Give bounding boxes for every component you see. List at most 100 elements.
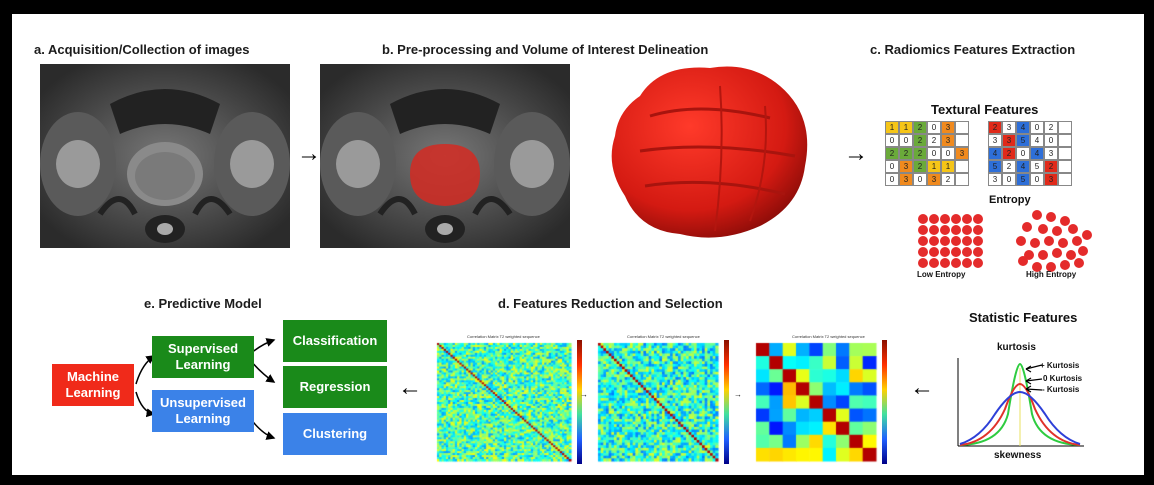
grid-cell: 2 [941,173,955,186]
grid-cell: 0 [913,173,927,186]
tumor-3d-volume [611,66,808,238]
grid-cell: 0 [1030,173,1044,186]
arrow-b-to-c: → [844,140,868,167]
grid-cell [955,160,969,173]
plus-kurtosis-label: + Kurtosis [1040,361,1080,370]
grid-cell: 4 [988,147,1002,160]
entropy-dot [973,258,983,268]
figure-panel: a. Acquisition/Collection of images b. P… [12,14,1144,475]
grid-cell [955,173,969,186]
mri-raw-image [40,64,290,248]
matrix-1-colorbar [577,340,582,464]
matrix-1-title: Correlation Matrix T2 weighted sequence [467,334,540,339]
entropy-dot [1060,216,1070,226]
textural-features-title: Textural Features [931,102,1039,117]
entropy-dot [1078,246,1088,256]
grid-cell: 3 [927,173,941,186]
grid-cell [955,134,969,147]
low-entropy-label: Low Entropy [917,270,966,279]
entropy-dot [951,247,961,257]
entropy-dot [1060,260,1070,270]
classification-box: Classification [283,320,387,362]
high-entropy-dots [1012,210,1092,274]
grid-cell: 3 [988,134,1002,147]
entropy-dot [1072,236,1082,246]
grid-cell: 2 [913,160,927,173]
zero-kurtosis-label: 0 Kurtosis [1043,374,1083,383]
grid-cell: 0 [1044,134,1058,147]
grid-cell: 0 [1016,147,1030,160]
grid-cell: 4 [1016,121,1030,134]
low-entropy-dots [918,214,988,274]
unsupervised-learning-box: Unsupervised Learning [152,390,254,432]
regression-box: Regression [283,366,387,408]
grid-cell: 3 [899,173,913,186]
entropy-dot [918,258,928,268]
grid-cell: 4 [1030,147,1044,160]
entropy-dot [962,236,972,246]
entropy-title: Entropy [989,194,1031,206]
matrix-3-colorbar [882,340,887,464]
grid-cell: 4 [1016,160,1030,173]
entropy-dot [918,236,928,246]
grid-cell: 3 [1002,134,1016,147]
matrix-2-title: Correlation Matrix T2 weighted sequence [627,334,700,339]
grid-cell: 0 [1030,121,1044,134]
grid-cell: 0 [899,134,913,147]
entropy-dot [951,225,961,235]
grid-cell: 2 [1044,121,1058,134]
kurtosis-curves [957,358,1084,447]
entropy-dot [1046,212,1056,222]
machine-learning-box: Machine Learning [52,364,134,406]
entropy-dot [1066,250,1076,260]
entropy-dot [940,247,950,257]
entropy-dot [951,236,961,246]
grid-cell: 4 [1030,134,1044,147]
section-d-title: d. Features Reduction and Selection [498,296,723,311]
entropy-dot [1018,256,1028,266]
section-e-title: e. Predictive Model [144,296,262,311]
kurtosis-label: kurtosis [997,342,1036,353]
entropy-dot [973,247,983,257]
entropy-dot [962,247,972,257]
entropy-dot [929,258,939,268]
grid-cell: 2 [927,134,941,147]
statistic-features-title: Statistic Features [969,310,1078,325]
grid-cell: 1 [941,160,955,173]
correlation-matrix-full [434,340,574,464]
entropy-dot [1074,258,1084,268]
grid-cell: 1 [885,121,899,134]
grid-cell [1058,173,1072,186]
entropy-dot [940,258,950,268]
correlation-matrix-selected [753,340,879,464]
entropy-dot [1032,210,1042,220]
entropy-dot [940,225,950,235]
entropy-dot [1038,224,1048,234]
grid-cell: 5 [1016,173,1030,186]
entropy-dot [929,225,939,235]
entropy-dot [1030,238,1040,248]
clustering-box: Clustering [283,413,387,455]
grid-cell: 5 [1016,134,1030,147]
entropy-dot [973,225,983,235]
entropy-dot [962,225,972,235]
matrix-2-colorbar [724,340,729,464]
grid-cell: 2 [988,121,1002,134]
entropy-dot [1058,238,1068,248]
grid-cell: 2 [913,121,927,134]
grid-cell [1058,121,1072,134]
entropy-dot [918,214,928,224]
grid-cell: 0 [885,134,899,147]
grid-cell: 2 [899,147,913,160]
grid-cell: 3 [988,173,1002,186]
grid-cell: 5 [988,160,1002,173]
entropy-dot [918,225,928,235]
entropy-dot [1046,262,1056,272]
entropy-dot [918,247,928,257]
grid-cell: 1 [899,121,913,134]
entropy-dot [929,236,939,246]
entropy-dot [929,247,939,257]
arrow-a-to-b: → [297,140,321,167]
